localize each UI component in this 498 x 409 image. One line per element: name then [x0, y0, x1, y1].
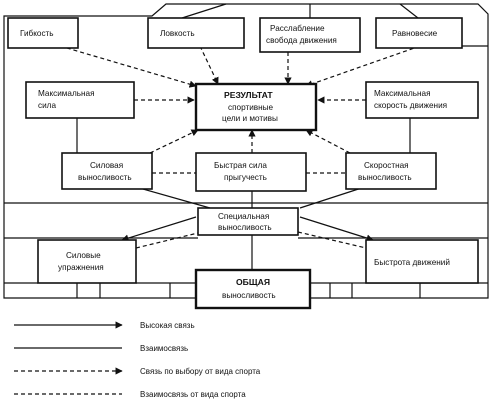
- node-strength-exercises-label-2: упражнения: [58, 263, 104, 272]
- legend-sport-interrelation-label: Взаимосвязь от вида спорта: [140, 390, 246, 399]
- node-balance: Равновесие: [375, 17, 463, 49]
- legend-interrelation: Взаимосвязь: [14, 344, 188, 353]
- node-strength-exercises: Силовые упражнения: [37, 239, 137, 284]
- node-max-speed-label-2: скорость движения: [374, 101, 447, 110]
- node-max-strength-label-1: Максимальная: [38, 89, 95, 98]
- legend-sport-interrelation: Взаимосвязь от вида спорта: [14, 390, 246, 399]
- node-result-label-3: цели и мотивы: [222, 114, 278, 123]
- node-balance-label: Равновесие: [392, 29, 438, 38]
- node-special-endurance-label-2: выносливость: [218, 223, 272, 232]
- node-strength-endurance: Силовая выносливость: [61, 152, 153, 190]
- outer-frame: [3, 3, 489, 299]
- node-jump-power-label-2: прыгучесть: [224, 173, 267, 182]
- node-max-speed: Максимальная скорость движения: [365, 81, 479, 119]
- legend: Высокая связь Взаимосвязь Связь по выбор…: [14, 321, 261, 399]
- node-strength-endurance-label-1: Силовая: [90, 161, 123, 170]
- node-flexibility: Гибкость: [7, 17, 79, 49]
- legend-sport-link-label: Связь по выбору от вида спорта: [140, 367, 261, 376]
- legend-high-link-label: Высокая связь: [140, 321, 195, 330]
- node-result-label-2: спортивные: [228, 103, 274, 112]
- node-jump-power-label-1: Быстрая сила: [214, 161, 267, 170]
- vertical-lines: [76, 118, 421, 298]
- node-movement-speed: Быстрота движений: [365, 239, 479, 284]
- node-special-endurance: Специальная выносливость: [197, 207, 299, 236]
- node-agility-label: Ловкость: [160, 29, 195, 38]
- top-connectors: [181, 3, 488, 47]
- legend-high-link: Высокая связь: [14, 321, 195, 330]
- node-speed-endurance: Скоростная выносливость: [345, 152, 437, 190]
- node-speed-endurance-label-1: Скоростная: [364, 161, 409, 170]
- node-general-endurance-title: ОБЩАЯ: [236, 277, 270, 287]
- node-general-endurance: ОБЩАЯ выносливость: [194, 268, 312, 310]
- dashed-arrows: [59, 45, 421, 249]
- node-relaxation-label-1: Расслабление: [270, 24, 325, 33]
- node-relaxation: Расслабление свобода движения: [259, 17, 361, 53]
- node-agility: Ловкость: [147, 17, 245, 49]
- node-special-endurance-label-1: Специальная: [218, 212, 269, 221]
- node-result-title: РЕЗУЛЬТАТ: [224, 90, 273, 100]
- legend-sport-link: Связь по выбору от вида спорта: [14, 367, 261, 376]
- node-max-speed-label-1: Максимальная: [374, 89, 431, 98]
- node-flexibility-label: Гибкость: [20, 29, 54, 38]
- legend-interrelation-label: Взаимосвязь: [140, 344, 188, 353]
- node-relaxation-label-2: свобода движения: [266, 36, 337, 45]
- node-strength-endurance-label-2: выносливость: [78, 173, 132, 182]
- node-max-strength: Максимальная сила: [25, 81, 135, 119]
- node-speed-endurance-label-2: выносливость: [358, 173, 412, 182]
- node-jump-power: Быстрая сила прыгучесть: [195, 152, 307, 192]
- node-general-endurance-label-2: выносливость: [222, 291, 276, 300]
- node-movement-speed-label: Быстрота движений: [374, 258, 450, 267]
- node-result: РЕЗУЛЬТАТ спортивные цели и мотивы: [194, 82, 318, 132]
- node-strength-exercises-label-1: Силовые: [66, 251, 101, 260]
- node-max-strength-label-2: сила: [38, 101, 56, 110]
